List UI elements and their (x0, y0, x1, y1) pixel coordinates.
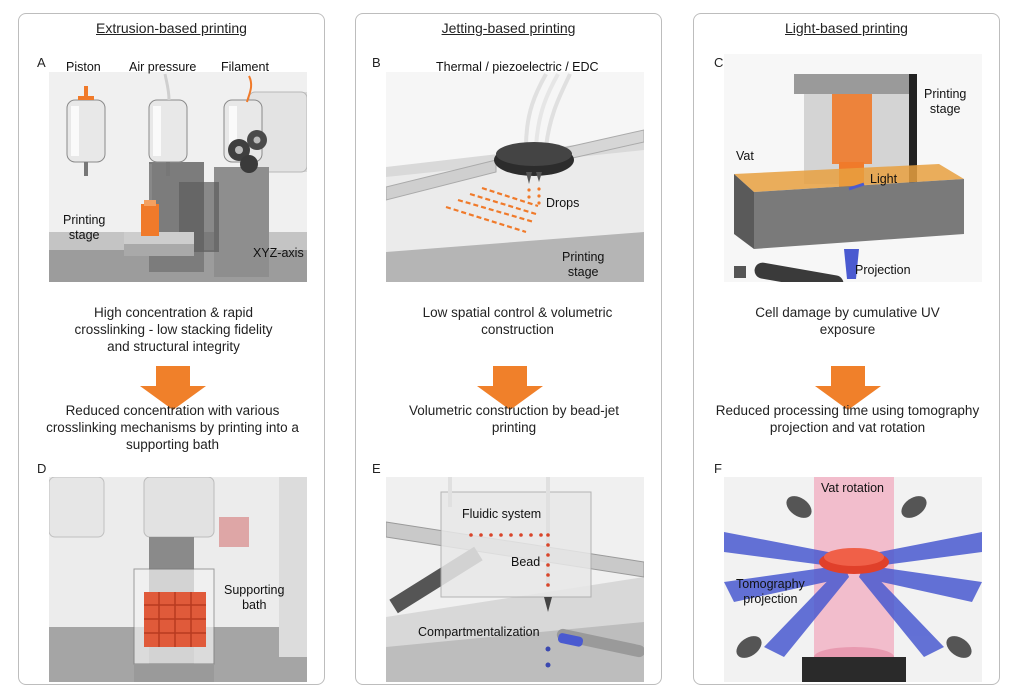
label-piston: Piston (66, 60, 101, 74)
label-filament: Filament (221, 60, 269, 74)
panel-title: Light-based printing (785, 20, 908, 36)
label-fluidic-system: Fluidic system (462, 507, 542, 521)
jetting-printer-illustration (386, 72, 644, 282)
label-printing-stage: Printing stage (63, 213, 106, 242)
bead-jet-illustration (386, 477, 644, 682)
solution-text: Volumetric construction by bead-jet prin… (408, 403, 620, 435)
panel-letter-f: F (714, 461, 722, 476)
panel-extrusion: Extrusion-based printing A (18, 13, 325, 685)
problem-text: Low spatial control & volumetric constru… (422, 305, 613, 337)
panel-letter-d: D (37, 461, 47, 476)
panel-title: Jetting-based printing (441, 20, 576, 36)
label-printing-stage: Printing stage (562, 250, 605, 279)
down-arrow (815, 366, 881, 410)
label-printing-stage: Printing stage (924, 87, 967, 116)
label-xyz-axis: XYZ-axis (253, 246, 304, 260)
panel-light: Light-based printing C Printing stage Va… (693, 13, 1000, 685)
problem-text: Cell damage by cumulative UV exposure (755, 305, 940, 337)
extrusion-printer-illustration (49, 72, 307, 282)
panel-title: Extrusion-based printing (96, 20, 247, 36)
label-tomography-projection: Tomography projection (736, 577, 805, 606)
problem-text: High concentration & rapid crosslinking … (74, 305, 273, 354)
label-vat: Vat (736, 149, 754, 163)
vat-printer-illustration (724, 54, 982, 282)
down-arrow (140, 366, 206, 410)
label-drops: Drops (546, 196, 580, 210)
panel-letter-b: B (372, 55, 381, 70)
label-air-pressure: Air pressure (129, 60, 197, 74)
label-projection: Projection (855, 263, 911, 277)
panel-letter-e: E (372, 461, 381, 476)
panel-jetting: Jetting-based printing B (355, 13, 662, 685)
panel-letter-c: C (714, 55, 724, 70)
supporting-bath-illustration (49, 477, 307, 682)
label-compartmentalization: Compartmentalization (418, 625, 540, 639)
solution-text: Reduced concentration with various cross… (46, 403, 299, 452)
solution-text: Reduced processing time using tomography… (715, 403, 980, 435)
tomography-illustration (724, 477, 982, 682)
label-light: Light (870, 172, 898, 186)
label-vat-rotation: Vat rotation (821, 481, 885, 495)
label-supporting-bath: Supporting bath (224, 583, 285, 612)
label-bead: Bead (511, 555, 541, 569)
panel-letter-a: A (37, 55, 46, 70)
down-arrow (477, 366, 543, 410)
label-head-type: Thermal / piezoelectric / EDC (436, 60, 599, 74)
